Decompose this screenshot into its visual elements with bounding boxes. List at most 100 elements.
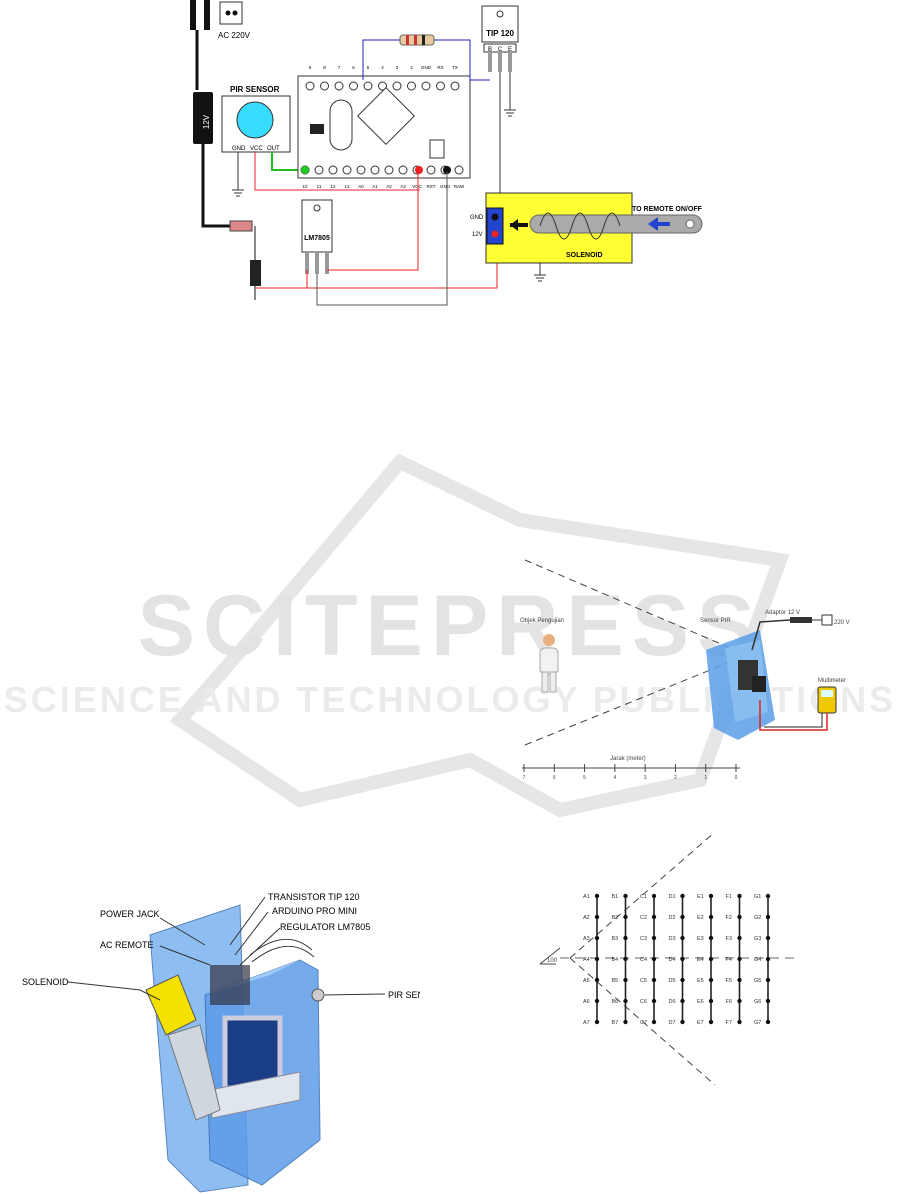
grid-point (708, 935, 714, 941)
arduino-pin-label: A0 (358, 184, 364, 189)
arduino-pin (426, 165, 436, 175)
grid-point-label: A1 (583, 894, 590, 900)
grid-point (680, 956, 685, 962)
grid-point (651, 893, 657, 899)
assembly-figure: POWER JACK TRANSISTOR TIP 120 ARDUINO PR… (22, 892, 420, 1193)
grid-point (680, 893, 685, 899)
grid-point (708, 977, 714, 983)
grid-point-label: B1 (612, 894, 619, 900)
grid-point (651, 956, 657, 962)
scale-tick-label: 6 (553, 775, 556, 781)
callout-arduino: ARDUINO PRO MINI (272, 906, 357, 916)
svg-text:B: B (488, 47, 492, 53)
arduino-pin (349, 81, 358, 91)
grid-point (623, 935, 628, 941)
grid-point (651, 977, 657, 983)
arduino-pin-label: 5 (367, 65, 370, 70)
grid-point-label: E7 (697, 1020, 704, 1026)
arduino-pin (421, 81, 431, 91)
grid-point (737, 893, 742, 899)
grid-point-label: C5 (640, 978, 647, 984)
grid-point (594, 914, 600, 920)
grid-point (680, 977, 685, 983)
grid-point (594, 977, 600, 983)
grid-point-label: C3 (640, 936, 647, 942)
grid-point (765, 998, 771, 1004)
pir-title: PIR SENSOR (230, 85, 280, 94)
arduino-pin (305, 81, 315, 91)
grid-point (651, 1019, 657, 1025)
sensor-label: Sensor PIR (700, 618, 731, 624)
grid-point-label: C1 (640, 894, 647, 900)
arduino-pin (328, 165, 338, 175)
grid-point-label: G6 (754, 999, 761, 1005)
grid-point-label: A5 (583, 978, 590, 984)
arduino-pin-label: 12 (330, 184, 336, 189)
callout-pir-sensor: PIR SENSOR (388, 990, 420, 1000)
svg-text:VCC: VCC (250, 146, 263, 152)
arduino-pin-label: 8 (323, 65, 326, 70)
grid-point (623, 893, 628, 899)
grid-point-label: D3 (669, 936, 676, 942)
test-object-person (539, 634, 559, 693)
grid-point (708, 998, 714, 1004)
arduino-pin-label: 13 (344, 184, 350, 189)
grid-point (594, 1019, 600, 1025)
remote-label: TO REMOTE ON/OFF (632, 206, 703, 213)
grid-point-label: E3 (697, 936, 704, 942)
mcu-chip (357, 87, 415, 145)
svg-text:OUT: OUT (267, 146, 280, 152)
grid-point (680, 935, 685, 941)
scale-tick-label: 2 (674, 775, 677, 781)
grid-point-label: C6 (640, 999, 647, 1005)
grid-point-label: G2 (754, 915, 761, 921)
scale-tick-label: 5 (583, 775, 586, 781)
arduino-pin-label: A3 (400, 184, 406, 189)
power-label: 220 V (834, 620, 850, 626)
svg-text:GND: GND (470, 215, 484, 221)
arduino-pin-label: 4 (381, 65, 384, 70)
grid-cone-lower (569, 957, 716, 1086)
grid-point-label: D5 (669, 978, 676, 984)
grid-points: A1A2A3A4A5A6A7B1B2B3B4B5B6B7C1C2C3C4C5C6… (583, 893, 771, 1026)
grid-point (651, 998, 657, 1004)
grid-point-label: B6 (612, 999, 619, 1005)
arduino-pin-label: VCC (412, 184, 422, 189)
grid-point-label: F2 (726, 915, 732, 921)
grid-point-label: B2 (612, 915, 619, 921)
arduino-pin-label: RST (427, 184, 436, 189)
grid-point (623, 998, 628, 1004)
grid-point-label: A7 (583, 1020, 590, 1026)
grid-point (737, 935, 742, 941)
grid-point (680, 998, 685, 1004)
grid-point (765, 914, 771, 920)
svg-text:E: E (508, 47, 512, 53)
grid-point (594, 956, 600, 962)
arduino-pin-label: A1 (372, 184, 378, 189)
grid-point (594, 998, 600, 1004)
scale-tick-label: 3 (644, 775, 647, 781)
arduino-pin (356, 165, 366, 175)
device-3d-small (706, 630, 775, 740)
svg-text:12V: 12V (202, 114, 211, 129)
grid-point-label: D4 (669, 957, 676, 963)
grid-point-label: G1 (754, 894, 761, 900)
adapter-label: Adaptor 12 V (765, 610, 800, 616)
arduino-pin (436, 81, 445, 91)
grid-point-label: G3 (754, 936, 761, 942)
distance-label: Jarak (meter) (610, 756, 646, 762)
pir-sensor-3d (311, 988, 325, 1002)
grid-point-label: B3 (612, 936, 619, 942)
svg-text:C: C (498, 47, 503, 53)
sensor-cone-upper (524, 559, 736, 651)
scale-tick-label: 4 (613, 775, 616, 781)
diode (250, 260, 261, 286)
grid-point (765, 1019, 771, 1025)
arduino-pin (342, 165, 352, 175)
grid-point-label: E2 (697, 915, 704, 921)
arduino-pin (450, 81, 460, 91)
arduino-pin-label: 11 (317, 184, 322, 189)
arduino-pin-label: RAW (454, 184, 465, 189)
grid-point (737, 977, 742, 983)
